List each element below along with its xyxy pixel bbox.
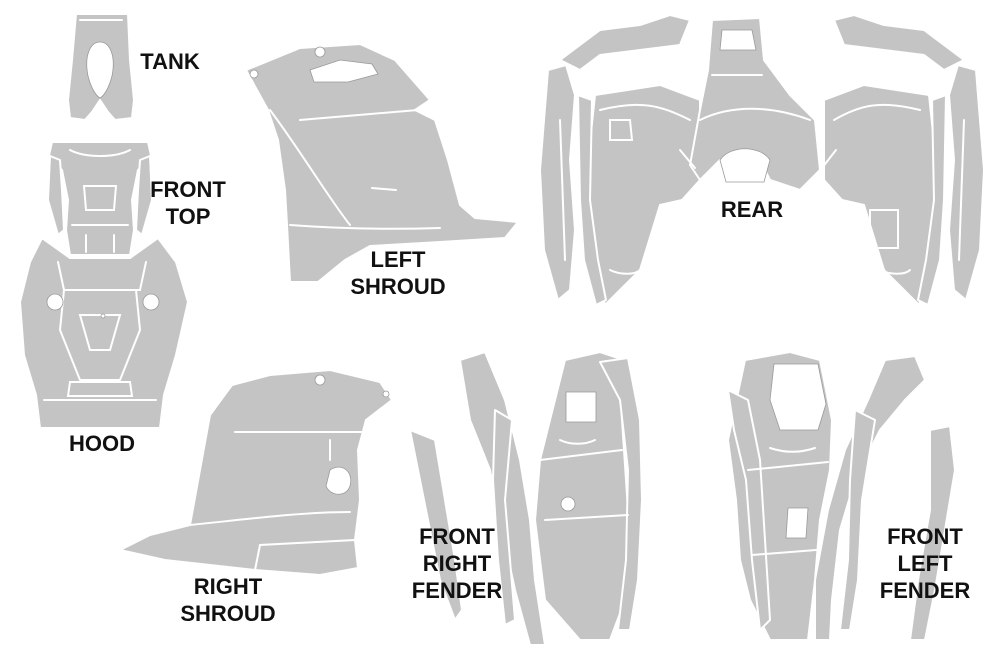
- label-left-shroud-line1: LEFT: [370, 247, 426, 272]
- label-tank: TANK: [132, 48, 208, 75]
- label-front-left-fender: FRONT LEFT FENDER: [868, 523, 982, 604]
- label-front-right-fender-line2: RIGHT: [422, 551, 492, 576]
- label-front-top-line1: FRONT: [150, 177, 226, 202]
- label-hood: HOOD: [60, 430, 144, 457]
- label-rear-line1: REAR: [720, 197, 784, 222]
- label-front-left-fender-line2: LEFT: [897, 551, 953, 576]
- left-shroud-piece: [245, 43, 519, 283]
- label-front-left-fender-line1: FRONT: [887, 524, 963, 549]
- label-front-top: FRONT TOP: [140, 176, 236, 230]
- label-front-right-fender-line1: FRONT: [419, 524, 495, 549]
- label-front-right-fender: FRONT RIGHT FENDER: [402, 523, 512, 604]
- label-rear: REAR: [710, 196, 794, 223]
- front-right-fender-piece: [409, 351, 643, 646]
- label-tank-line1: TANK: [140, 49, 200, 74]
- hood-piece: [19, 237, 189, 429]
- label-front-right-fender-line3: FENDER: [411, 578, 503, 603]
- right-shroud-piece: [119, 369, 393, 576]
- tank-piece: [67, 13, 135, 121]
- front-left-fender-piece: [727, 351, 956, 641]
- label-right-shroud: RIGHT SHROUD: [166, 573, 290, 627]
- label-left-shroud-line2: SHROUD: [350, 274, 446, 299]
- label-left-shroud: LEFT SHROUD: [338, 246, 458, 300]
- label-right-shroud-line1: RIGHT: [193, 574, 263, 599]
- label-right-shroud-line2: SHROUD: [180, 601, 276, 626]
- label-front-top-line2: TOP: [165, 204, 211, 229]
- label-hood-line1: HOOD: [69, 431, 135, 456]
- front-top-piece: [47, 141, 153, 256]
- rear-piece: [539, 14, 985, 306]
- label-front-left-fender-line3: FENDER: [879, 578, 971, 603]
